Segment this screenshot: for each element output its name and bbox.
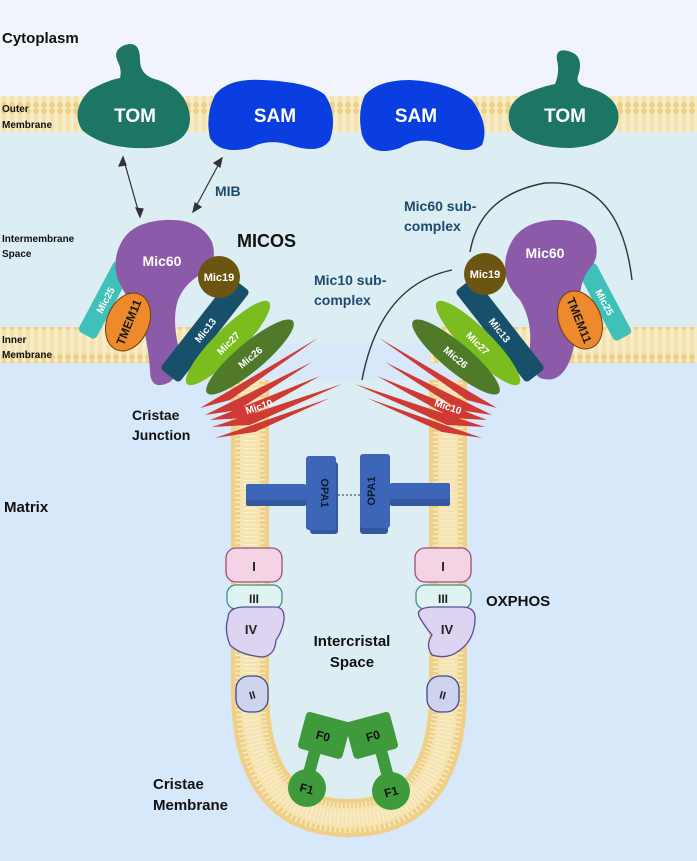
micos-complex-left: Mic25 Mic60 TMEM11 Mic13 Mic27 Mic26: [78, 219, 342, 438]
svg-text:II: II: [248, 689, 257, 702]
svg-text:III: III: [249, 592, 259, 606]
mic25-left: [78, 261, 132, 339]
complex-iv-right: [417, 606, 476, 658]
svg-text:F1: F1: [383, 783, 400, 800]
complex-i-right: [414, 547, 472, 583]
mic19-left: [198, 256, 240, 298]
mic10-subcomplex-label-1: Mic10 sub-: [314, 272, 387, 288]
svg-text:Mic60: Mic60: [526, 245, 565, 261]
mib-label: MIB: [215, 183, 241, 199]
f1-left: [288, 769, 326, 807]
svg-text:Mic19: Mic19: [204, 272, 235, 284]
svg-text:III: III: [438, 592, 448, 606]
cristae-membrane-label-2: Membrane: [153, 797, 228, 814]
mic26-right: [412, 319, 500, 395]
mic10-subcomplex-arc: [361, 269, 453, 381]
cristae-junction-label-2: Junction: [132, 427, 190, 443]
svg-text:OPA1: OPA1: [318, 478, 330, 507]
mic60-left: [115, 219, 214, 386]
f1-right: [372, 772, 410, 810]
svg-text:OPA1: OPA1: [366, 476, 378, 505]
svg-text:Mic60: Mic60: [143, 253, 182, 269]
intercristal-space-label-2: Space: [330, 654, 374, 671]
mic19-right: [464, 253, 506, 295]
interaction-arrows: [118, 155, 223, 219]
sam-label-right: SAM: [395, 106, 437, 127]
f0-right: [345, 712, 398, 759]
svg-text:I: I: [252, 559, 256, 574]
inner-membrane-label-2: Membrane: [2, 350, 52, 361]
intermembrane-space-label-2: Space: [2, 249, 32, 260]
mic60-subcomplex-label-2: complex: [404, 218, 461, 234]
outer-membrane-label-2: Membrane: [2, 120, 52, 131]
mic13-right: [456, 278, 544, 382]
svg-text:F0: F0: [364, 727, 381, 744]
sam-complex-left: SAM: [208, 79, 334, 151]
svg-text:F1: F1: [298, 780, 315, 797]
complex-iv-left: [225, 606, 285, 658]
mic25-right: [578, 263, 632, 341]
svg-text:I: I: [441, 559, 445, 574]
cristae-junction-label-1: Cristae: [132, 407, 180, 423]
svg-text:IV: IV: [245, 622, 258, 637]
intercristal-space-label-1: Intercristal: [314, 633, 391, 650]
tom-label-left: TOM: [114, 106, 156, 127]
mic60-subcomplex-label-1: Mic60 sub-: [404, 198, 477, 214]
intermembrane-space-label-1: Intermembrane: [2, 234, 75, 245]
atp-synthase-right: F0 F1: [345, 712, 410, 810]
tom-complex-left: TOM: [77, 44, 190, 149]
svg-text:F0: F0: [314, 728, 331, 745]
mic27-left: [185, 300, 271, 386]
outer-membrane-label-1: Outer: [2, 104, 29, 115]
tmem11-left: [105, 292, 151, 352]
mic10-left: [200, 338, 342, 438]
micos-complex-right: Mic25 Mic60 TMEM11 Mic13 Mic27 Mic26: [355, 219, 632, 438]
opa1-right: OPA1: [360, 454, 450, 534]
oxphos-label: OXPHOS: [486, 593, 550, 610]
inner-membrane-label-1: Inner: [2, 335, 27, 346]
complex-ii-left: [235, 675, 269, 713]
matrix-label: Matrix: [4, 499, 49, 516]
mic10-right: [355, 338, 497, 438]
svg-text:II: II: [438, 689, 447, 702]
svg-text:Mic19: Mic19: [470, 269, 501, 281]
atp-synthase-left: F0 F1: [288, 712, 351, 807]
opa1-left: OPA1: [246, 456, 338, 534]
tmem11-right: [557, 290, 603, 350]
mic10-subcomplex-label-2: complex: [314, 292, 371, 308]
complex-ii-right: [426, 675, 460, 713]
mic13-left: [161, 278, 249, 382]
mic60-subcomplex-arc: [469, 182, 633, 281]
oxphos-left: I III IV II: [225, 547, 285, 713]
cristae-membrane-label-1: Cristae: [153, 776, 204, 793]
mic26-left: [206, 319, 294, 395]
mic27-right: [435, 300, 521, 386]
sam-complex-right: SAM: [360, 80, 485, 152]
tom-complex-right: TOM: [508, 50, 619, 148]
svg-text:IV: IV: [441, 622, 454, 637]
cytoplasm-label: Cytoplasm: [2, 30, 79, 47]
oxphos-right: I III IV II: [414, 547, 476, 713]
sam-label-left: SAM: [254, 106, 296, 127]
micos-label: MICOS: [237, 231, 296, 251]
complex-i-left: [225, 547, 283, 583]
tom-label-right: TOM: [544, 106, 586, 127]
f0-left: [298, 712, 351, 759]
